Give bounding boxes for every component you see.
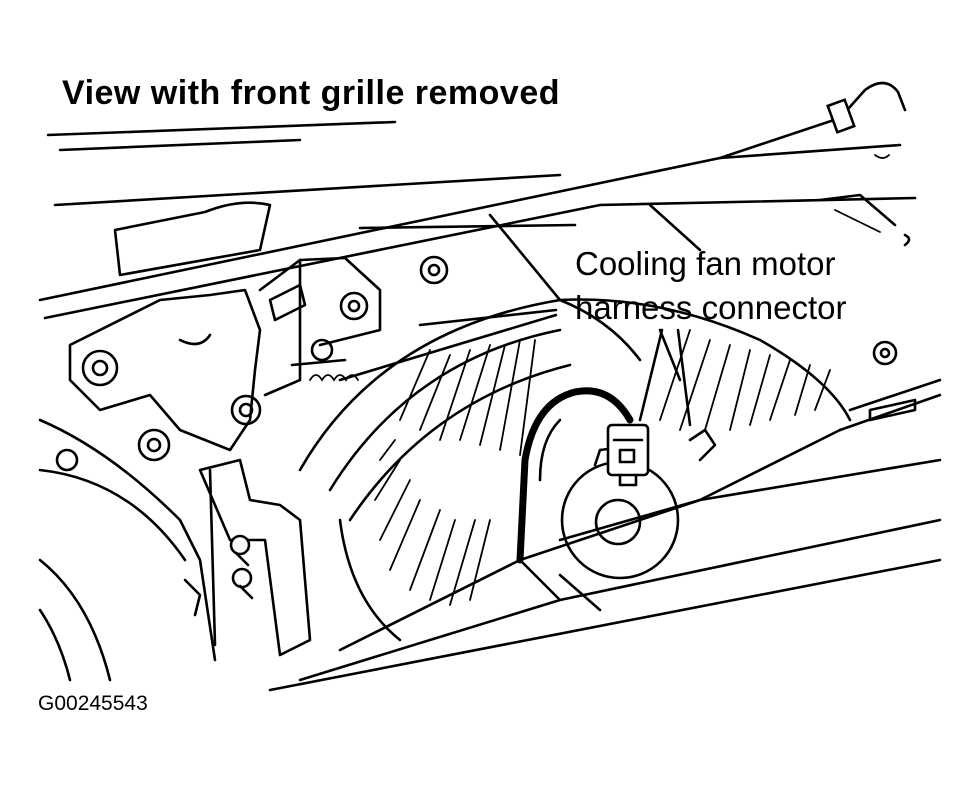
harness-connector	[606, 423, 650, 487]
figure-id: G00245543	[38, 692, 148, 715]
mounting-bolts	[55, 255, 898, 472]
side-bracket	[198, 458, 312, 657]
wire-harness	[516, 387, 634, 564]
callout-line-1: Cooling fan motor	[575, 245, 836, 282]
hood-latch-assembly	[68, 201, 382, 452]
diagram-title: View with front grille removed	[62, 74, 561, 112]
right-fender-lines	[818, 193, 911, 247]
connector-callout-label: Cooling fan motor harness connector	[575, 242, 847, 330]
callout-leaders	[338, 308, 692, 427]
callout-line-2: harness connector	[575, 289, 847, 326]
lower-grille-frame	[268, 378, 942, 692]
cooling-fan-shroud	[298, 298, 852, 642]
left-headlamp-area	[38, 418, 217, 682]
hood-release-cable	[718, 81, 907, 160]
